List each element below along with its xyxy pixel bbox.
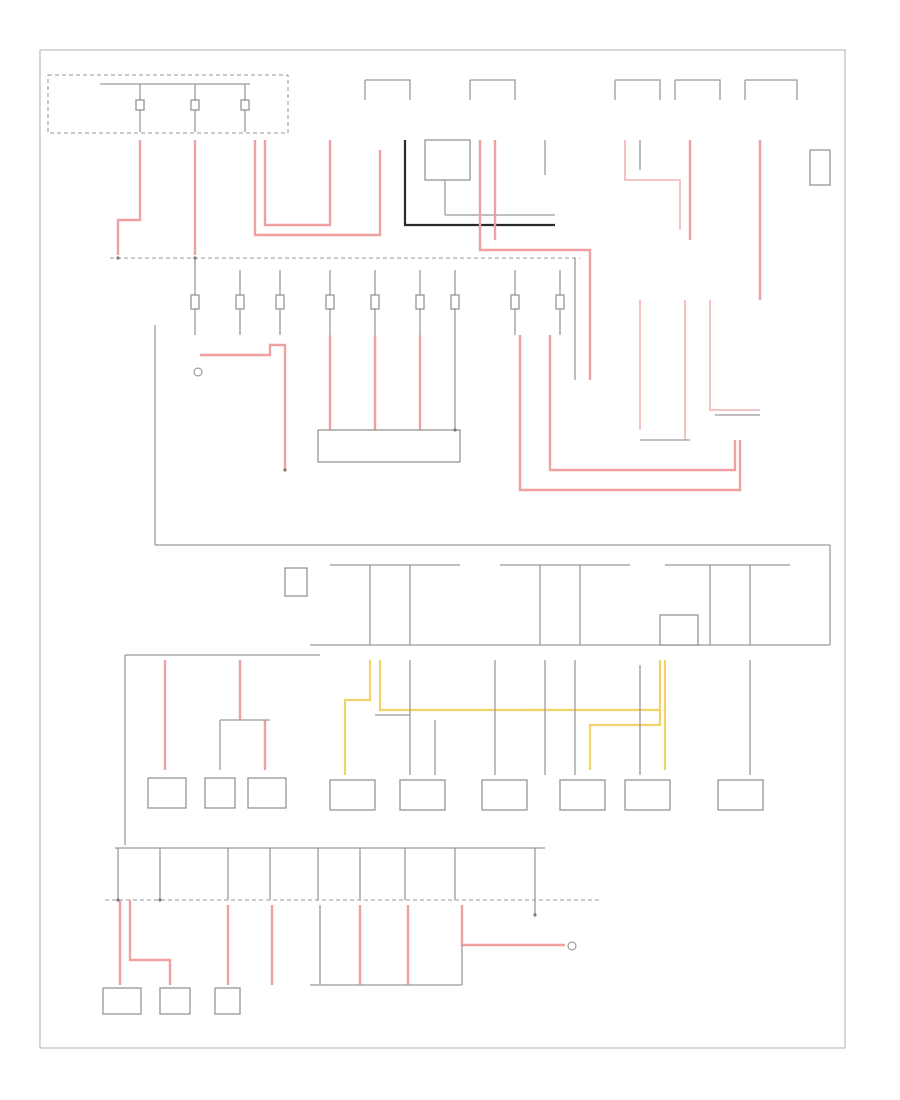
- power-wires-top: [116, 140, 831, 380]
- fuse-bus-bottom: [105, 847, 600, 915]
- connector-pins: [116, 256, 537, 917]
- power-wires-bottom: [102, 900, 577, 1015]
- lower-bus: [155, 544, 831, 646]
- fuse-row-middle: [190, 294, 565, 310]
- power-wires-middle: [193, 300, 760, 492]
- diagram-border: [39, 49, 846, 1049]
- top-component-connectors: [364, 79, 798, 100]
- signal-wires: [343, 660, 751, 775]
- fuse-block-top: [47, 74, 289, 134]
- left-lower-circuit: [124, 654, 320, 845]
- black-ground-wires: [403, 139, 555, 227]
- fuse-bus-main: [110, 257, 580, 545]
- lower-modules: [329, 779, 764, 811]
